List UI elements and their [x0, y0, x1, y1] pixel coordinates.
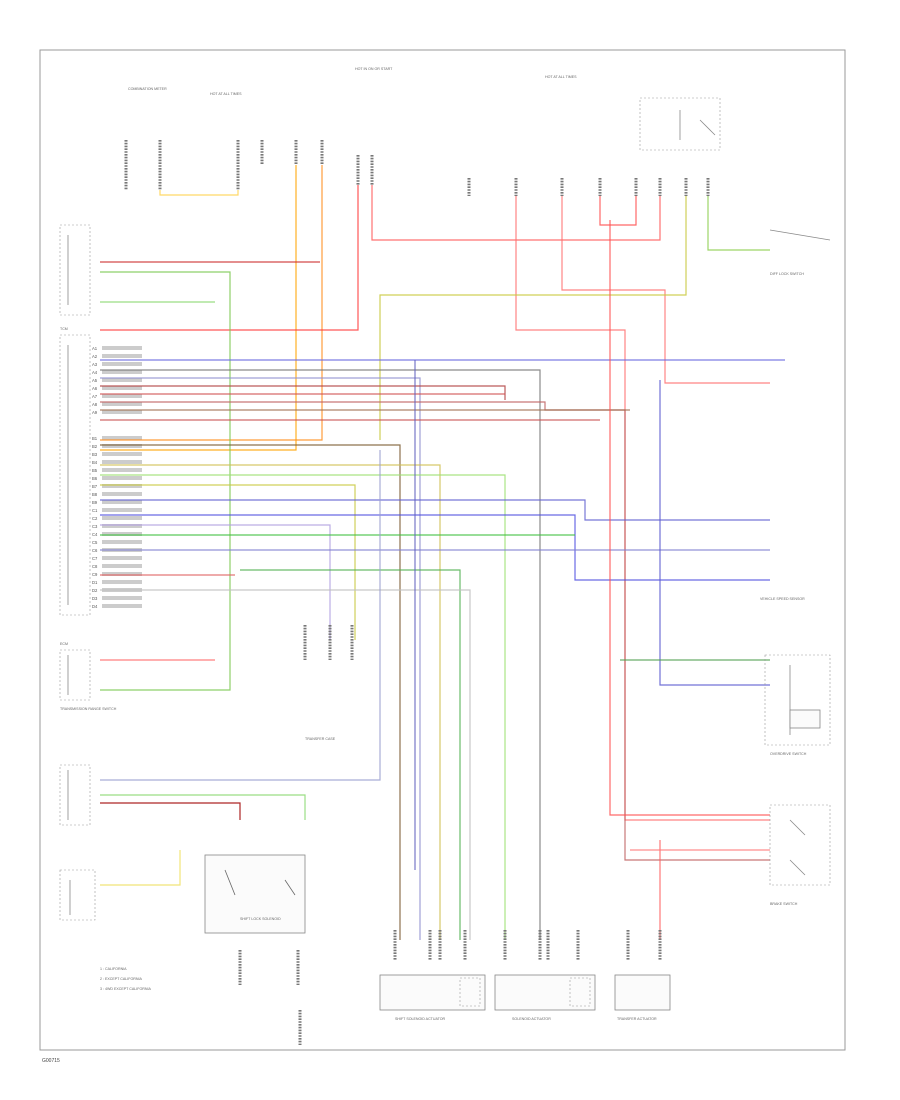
header-label-4: HOT AT ALL TIMES: [545, 75, 577, 79]
svg-text:B5: B5: [92, 468, 98, 473]
svg-text:B7: B7: [92, 484, 98, 489]
svg-text:B2: B2: [92, 444, 98, 449]
legend-item-2: 2 : EXCEPT CALIFORNIA: [100, 977, 142, 981]
svg-text:C9: C9: [92, 572, 98, 577]
shift-lock-box: SHIFT LOCK SOLENOID: [204, 854, 306, 934]
actuator-1-label: SHIFT SOLENOID ACTUATOR: [395, 1017, 446, 1021]
pin-label-stack: A1 A2 A3 A4 A5 A6 A7 A8 A9 B1 B2 B3 B4 B…: [92, 346, 142, 609]
actuator-boxes: SHIFT SOLENOID ACTUATOR SOLENOID ACTUATO…: [379, 974, 671, 1021]
svg-text:B3: B3: [92, 452, 98, 457]
brake-switch-label: BRAKE SWITCH: [770, 902, 798, 906]
svg-text:A6: A6: [92, 386, 98, 391]
svg-text:D4: D4: [92, 604, 98, 609]
svg-text:C7: C7: [92, 556, 98, 561]
svg-text:C1: C1: [92, 508, 98, 513]
left-connectors: [59, 224, 96, 921]
svg-text:D3: D3: [92, 596, 98, 601]
svg-text:D2: D2: [92, 588, 98, 593]
svg-text:A7: A7: [92, 394, 98, 399]
svg-text:D1: D1: [92, 580, 98, 585]
svg-text:A3: A3: [92, 362, 98, 367]
header-label-3: HOT IN ON OR START: [355, 67, 393, 71]
overdrive-label: OVERDRIVE SWITCH: [770, 752, 807, 756]
figure-id: G00715: [42, 1058, 60, 1064]
diff-lock-label: DIFF LOCK SWITCH: [770, 272, 804, 276]
svg-text:A9: A9: [92, 410, 98, 415]
header-label-1: COMBINATION METER: [128, 87, 167, 91]
svg-text:C8: C8: [92, 564, 98, 569]
svg-text:A2: A2: [92, 354, 98, 359]
legend-item-1: 1 : CALIFORNIA: [100, 967, 127, 971]
actuator-2-label: SOLENOID ACTUATOR: [512, 1017, 551, 1021]
bottom-connectors: [238, 625, 662, 1045]
legend: 1 : CALIFORNIA 2 : EXCEPT CALIFORNIA 3 :…: [100, 967, 151, 991]
svg-text:C4: C4: [92, 532, 98, 537]
header-group: COMBINATION METER HOT AT ALL TIMES HOT I…: [128, 67, 577, 96]
svg-text:B9: B9: [92, 500, 98, 505]
svg-text:A4: A4: [92, 370, 98, 375]
svg-text:C5: C5: [92, 540, 98, 545]
tcm-label: TCM: [60, 327, 68, 331]
svg-text:B1: B1: [92, 436, 98, 441]
shift-lock-label: SHIFT LOCK SOLENOID: [240, 917, 281, 921]
svg-text:C2: C2: [92, 516, 98, 521]
component-labels: TCM ECM TRANSMISSION RANGE SWITCH TRANSF…: [60, 327, 336, 741]
transfer-label: TRANSFER CASE: [305, 737, 336, 741]
svg-text:B6: B6: [92, 476, 98, 481]
legend-item-3: 3 : 4WD EXCEPT CALIFORNIA: [100, 987, 151, 991]
ecm-label: ECM: [60, 642, 68, 646]
svg-text:C3: C3: [92, 524, 98, 529]
header-label-2: HOT AT ALL TIMES: [210, 92, 242, 96]
svg-text:A8: A8: [92, 402, 98, 407]
speed-sensor-label: VEHICLE SPEED SENSOR: [760, 597, 805, 601]
svg-text:A5: A5: [92, 378, 98, 383]
actuator-3-label: TRANSFER ACTUATOR: [617, 1017, 657, 1021]
wires: [100, 165, 785, 940]
svg-text:C6: C6: [92, 548, 98, 553]
right-switch-groups: OVERDRIVE SWITCH BRAKE SWITCH DIFF LOCK …: [760, 229, 831, 906]
diagram-frame: [39, 49, 846, 1051]
svg-text:B8: B8: [92, 492, 98, 497]
transmission-label: TRANSMISSION RANGE SWITCH: [60, 707, 117, 711]
svg-text:B4: B4: [92, 460, 98, 465]
connector-pins-top: [124, 140, 710, 196]
relay-box: [639, 97, 721, 151]
svg-text:A1: A1: [92, 346, 98, 351]
